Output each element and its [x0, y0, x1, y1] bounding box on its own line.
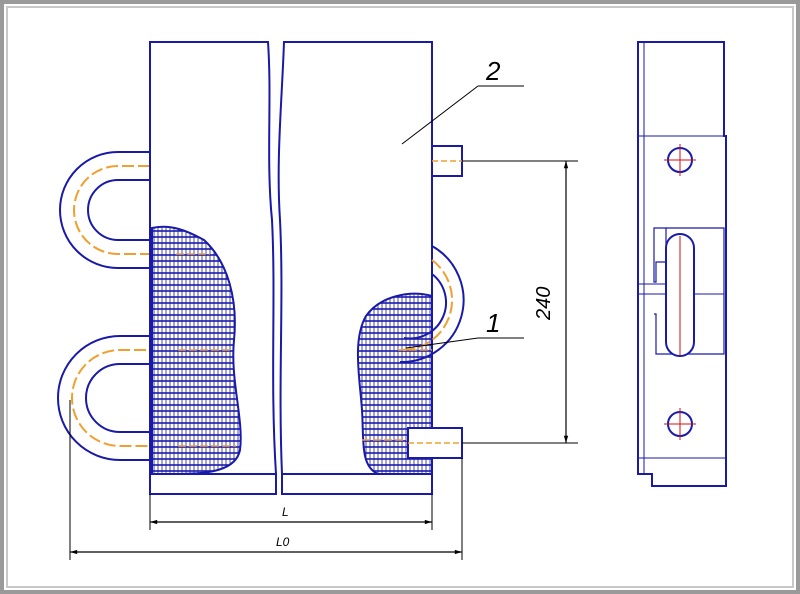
dimension-l-label: L — [282, 505, 289, 519]
dimension-l0-label: L0 — [276, 535, 290, 549]
callout-2-label: 2 — [485, 56, 501, 86]
left-lower-u-bend — [57, 335, 178, 461]
upper-pipe-stub — [431, 145, 463, 177]
lower-mounting-hole — [664, 408, 696, 440]
break-line — [267, 41, 277, 475]
base-plate-left — [149, 473, 277, 495]
side-slot — [638, 227, 725, 357]
dimension-240: 240 — [462, 160, 578, 444]
callout-2: 2 — [401, 56, 524, 145]
front-view: 2 1 240 L L0 — [57, 41, 578, 560]
callout-1-label: 1 — [486, 308, 500, 338]
upper-mounting-hole — [664, 144, 696, 176]
side-view — [637, 41, 727, 487]
dimension-l: L — [149, 494, 433, 530]
callout-1: 1 — [405, 308, 524, 349]
left-upper-u-bend — [59, 151, 176, 269]
dimension-l0: L0 — [69, 400, 463, 560]
dimension-240-label: 240 — [533, 287, 555, 321]
lower-pipe-stub — [407, 427, 463, 459]
base-plate-right — [281, 473, 433, 495]
right-u-bend — [399, 245, 465, 364]
inner-border — [6, 6, 794, 588]
